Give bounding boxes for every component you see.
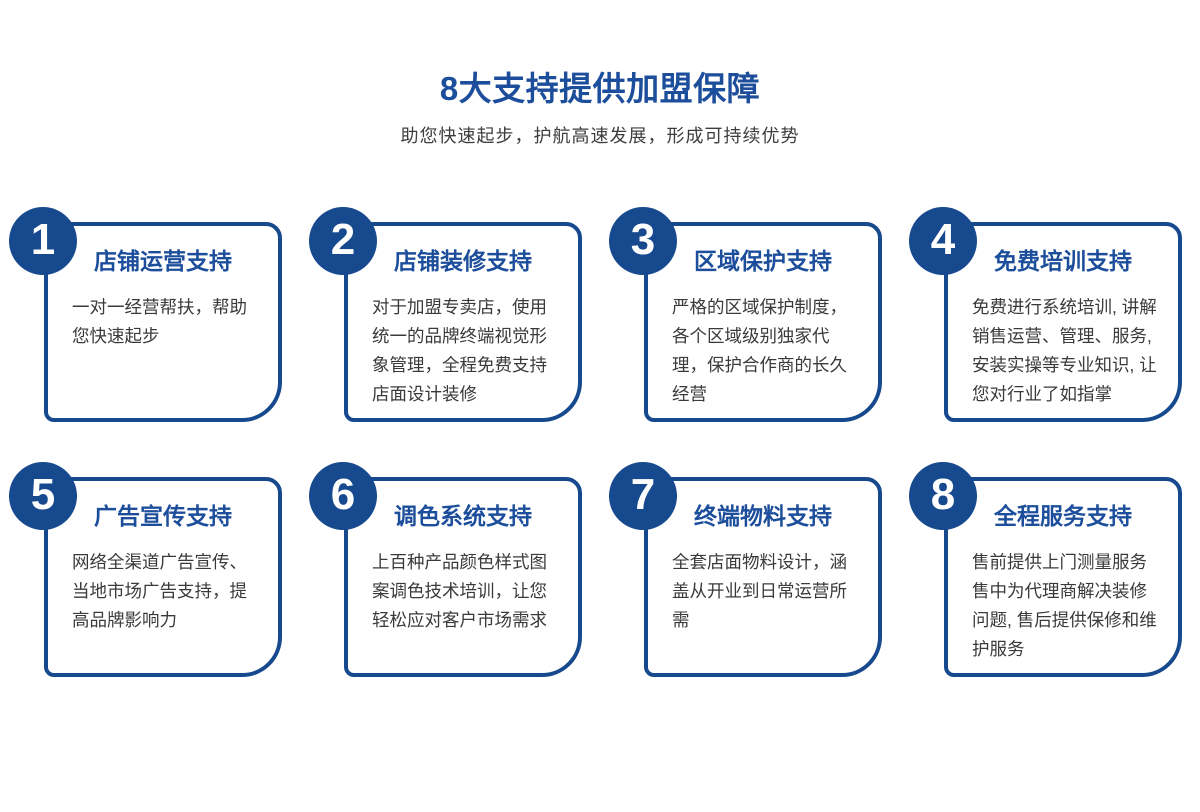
card-title: 终端物料支持 [694,503,832,529]
support-cards-grid: 店铺运营支持 一对一经营帮扶，帮助您快速起步 1 店铺装修支持 对于加盟专卖店，… [0,207,1200,677]
card-description: 严格的区域保护制度，各个区域级别独家代理，保护合作商的长久经营 [672,297,847,404]
card-number-badge: 3 [609,207,677,275]
card-box: 广告宣传支持 网络全渠道广告宣传、当地市场广告支持，提高品牌影响力 [44,477,282,677]
card-title: 广告宣传支持 [94,503,232,529]
card-box: 区域保护支持 严格的区域保护制度，各个区域级别独家代理，保护合作商的长久经营 [644,222,882,422]
card-box: 免费培训支持 免费进行系统培训, 讲解销售运营、管理、服务, 安装实操等专业知识… [944,222,1182,422]
support-card-4: 免费培训支持 免费进行系统培训, 讲解销售运营、管理、服务, 安装实操等专业知识… [900,207,1200,422]
card-box: 店铺装修支持 对于加盟专卖店，使用统一的品牌终端视觉形象管理，全程免费支持店面设… [344,222,582,422]
card-description: 一对一经营帮扶，帮助您快速起步 [72,297,247,346]
card-number: 2 [330,215,356,264]
card-description: 免费进行系统培训, 讲解销售运营、管理、服务, 安装实操等专业知识, 让您对行业… [972,297,1157,404]
support-card-5: 广告宣传支持 网络全渠道广告宣传、当地市场广告支持，提高品牌影响力 5 [0,462,300,677]
support-card-2: 店铺装修支持 对于加盟专卖店，使用统一的品牌终端视觉形象管理，全程免费支持店面设… [300,207,600,422]
card-box: 调色系统支持 上百种产品颜色样式图案调色技术培训，让您轻松应对客户市场需求 [344,477,582,677]
card-title: 店铺运营支持 [94,248,232,274]
support-card-6: 调色系统支持 上百种产品颜色样式图案调色技术培训，让您轻松应对客户市场需求 6 [300,462,600,677]
card-number: 3 [630,215,656,264]
card-title: 全程服务支持 [994,503,1132,529]
card-number: 8 [930,470,956,519]
card-number-badge: 6 [309,462,377,530]
card-description: 上百种产品颜色样式图案调色技术培训，让您轻松应对客户市场需求 [372,552,547,630]
support-card-1: 店铺运营支持 一对一经营帮扶，帮助您快速起步 1 [0,207,300,422]
card-description: 网络全渠道广告宣传、当地市场广告支持，提高品牌影响力 [72,552,247,630]
card-number-badge: 4 [909,207,977,275]
support-card-7: 终端物料支持 全套店面物料设计，涵盖从开业到日常运营所需 7 [600,462,900,677]
section-header: 8大支持提供加盟保障 助您快速起步，护航高速发展，形成可持续优势 [0,70,1200,147]
card-description: 全套店面物料设计，涵盖从开业到日常运营所需 [672,552,847,630]
support-card-8: 全程服务支持 售前提供上门测量服务售中为代理商解决装修问题, 售后提供保修和维护… [900,462,1200,677]
card-title: 免费培训支持 [994,248,1132,274]
card-number-badge: 8 [909,462,977,530]
card-title: 区域保护支持 [694,248,832,274]
card-description: 售前提供上门测量服务售中为代理商解决装修问题, 售后提供保修和维护服务 [972,552,1157,659]
card-number-badge: 1 [9,207,77,275]
card-number: 4 [930,215,956,264]
card-number: 6 [330,470,356,519]
card-title: 店铺装修支持 [394,248,532,274]
card-number-badge: 2 [309,207,377,275]
page-title: 8大支持提供加盟保障 [439,70,761,107]
card-number: 1 [30,215,56,264]
card-number-badge: 5 [9,462,77,530]
card-number: 7 [630,470,656,519]
card-box: 全程服务支持 售前提供上门测量服务售中为代理商解决装修问题, 售后提供保修和维护… [944,477,1182,677]
page-subtitle: 助您快速起步，护航高速发展，形成可持续优势 [400,126,800,146]
card-number: 5 [30,470,56,519]
card-number-badge: 7 [609,462,677,530]
card-box: 店铺运营支持 一对一经营帮扶，帮助您快速起步 [44,222,282,422]
card-description: 对于加盟专卖店，使用统一的品牌终端视觉形象管理，全程免费支持店面设计装修 [372,297,547,404]
card-title: 调色系统支持 [394,503,532,529]
card-box: 终端物料支持 全套店面物料设计，涵盖从开业到日常运营所需 [644,477,882,677]
support-card-3: 区域保护支持 严格的区域保护制度，各个区域级别独家代理，保护合作商的长久经营 3 [600,207,900,422]
